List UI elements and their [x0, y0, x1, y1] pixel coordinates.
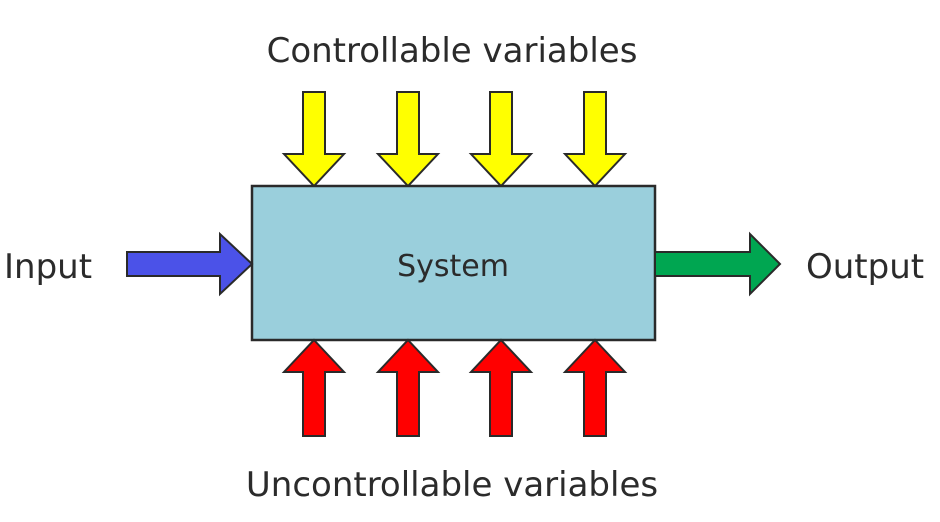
- input-arrow: [126, 231, 254, 297]
- output-arrow: [654, 231, 782, 297]
- uncontrollable-arrow-3: [468, 338, 534, 437]
- controllable-arrows: [281, 91, 628, 188]
- controllable-arrow-2: [375, 91, 441, 188]
- uncontrollable-arrow-4: [562, 338, 628, 437]
- uncontrollable-arrow-2: [375, 338, 441, 437]
- system-box: [250, 184, 657, 342]
- controllable-arrow-3: [468, 91, 534, 188]
- output-label: Output: [806, 247, 924, 287]
- controllable-arrow-4: [562, 91, 628, 188]
- controllable-arrow-1: [281, 91, 347, 188]
- controllable-variables-label: Controllable variables: [267, 31, 638, 71]
- uncontrollable-variables-label: Uncontrollable variables: [246, 465, 658, 505]
- system-label: System: [397, 249, 509, 284]
- input-label: Input: [4, 247, 92, 287]
- uncontrollable-arrows: [281, 338, 628, 437]
- uncontrollable-arrow-1: [281, 338, 347, 437]
